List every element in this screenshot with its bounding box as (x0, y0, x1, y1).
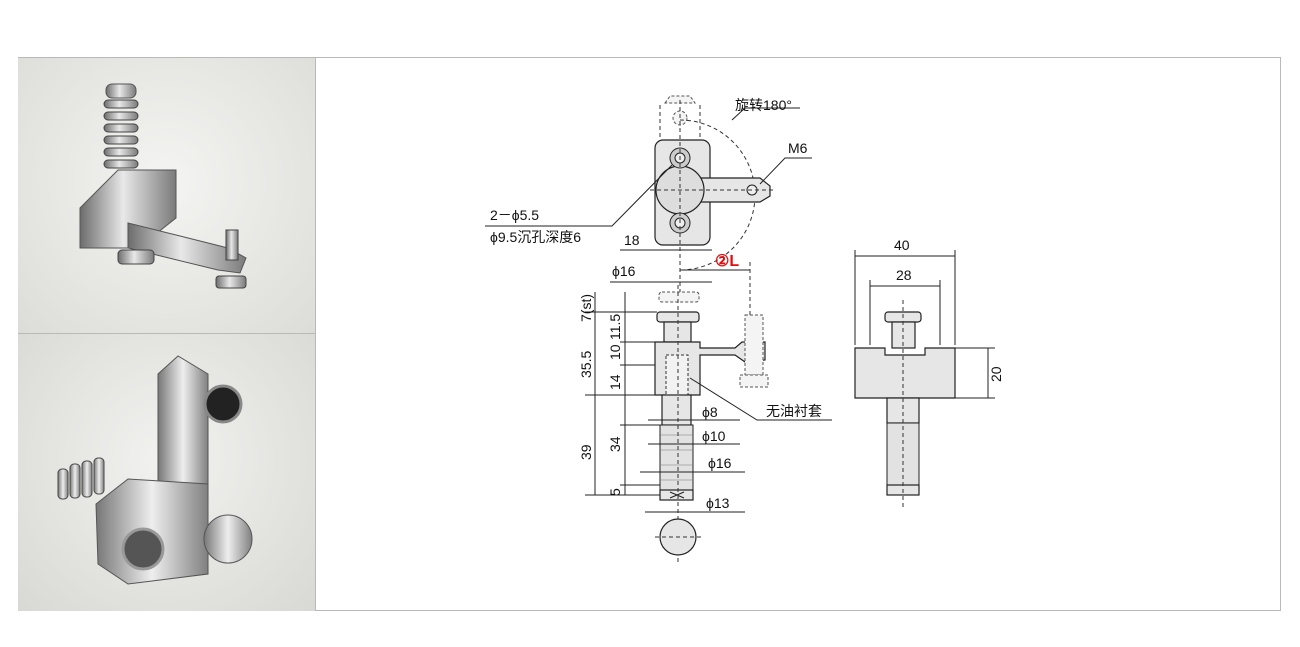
indexing-plunger-photo-side (57, 355, 253, 585)
front-view: 40 28 20 (854, 237, 1004, 510)
hole-count-label: 2－ϕ5.5 (490, 207, 539, 223)
indexing-plunger-photo (79, 83, 247, 289)
dim-18: 18 (624, 232, 640, 248)
dim-40: 40 (894, 237, 910, 253)
dim-14: 14 (607, 374, 623, 390)
dim-11-5: 11.5 (607, 314, 623, 340)
m6-bolt-ghost (744, 314, 764, 376)
dim-34: 34 (607, 436, 623, 452)
product-photo-bottom[interactable] (18, 334, 316, 611)
rotate-180-label: 旋转180° (735, 97, 792, 113)
dim-39: 39 (578, 444, 594, 460)
dim-20: 20 (988, 366, 1004, 382)
dim-10: 10 (607, 344, 623, 360)
knob-rotated-ghost (664, 95, 696, 104)
oil-free-bushing-label: 无油衬套 (766, 403, 822, 419)
dim-L-label: ②L (715, 253, 739, 270)
dim-28: 28 (896, 267, 912, 283)
dim-phi16-top: ϕ16 (612, 263, 636, 279)
dim-5: 5 (607, 488, 623, 496)
counterbore-label: ϕ9.5沉孔深度6 (490, 229, 581, 245)
dim-phi13: ϕ13 (706, 495, 730, 511)
top-view: 旋转180° M6 2－ϕ5.5 ϕ9.5沉孔深度6 18 ②L ϕ16 (485, 95, 812, 380)
dim-35-5: 35.5 (578, 351, 594, 378)
dim-phi10: ϕ10 (702, 428, 726, 444)
dim-phi16-side: ϕ16 (708, 455, 732, 471)
product-photo-top[interactable] (18, 58, 316, 334)
front-body (854, 347, 956, 399)
threaded-shaft (659, 424, 694, 491)
side-view: 7(st) 35.5 39 11.5 10 14 34 5 ϕ8 ϕ10 ϕ16… (578, 285, 832, 565)
dim-phi8: ϕ8 (702, 404, 718, 420)
dim-7st: 7(st) (578, 294, 594, 322)
m6-label: M6 (788, 140, 808, 156)
